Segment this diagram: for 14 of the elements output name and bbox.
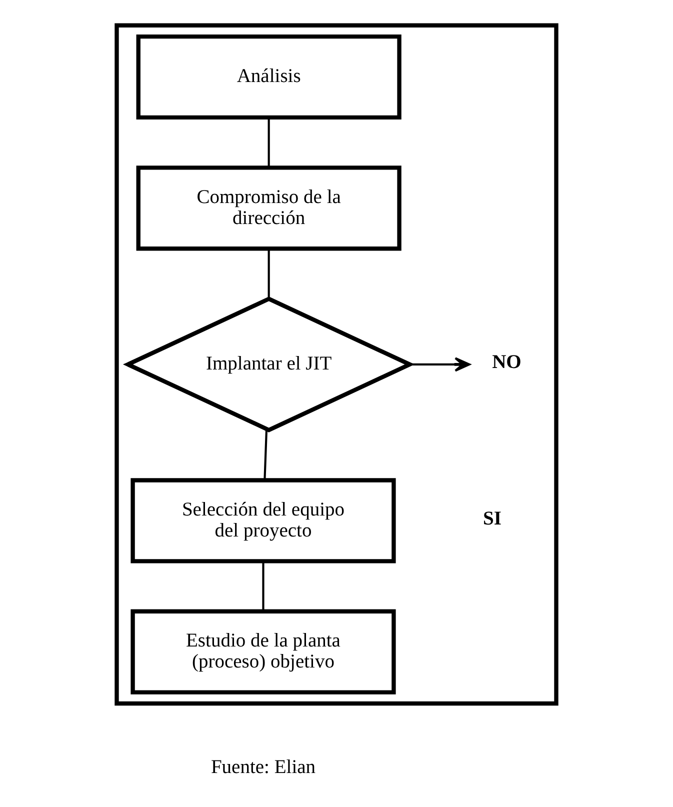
node-box: Análisis (136, 34, 402, 120)
label: Fuente: Elian (210, 756, 316, 778)
label: SI (483, 508, 502, 530)
connector (262, 561, 264, 612)
arrow (410, 357, 470, 372)
connector (264, 429, 268, 480)
connector (268, 118, 270, 168)
cluster (114, 23, 558, 706)
node-box: Estudio de la planta (proceso) objetivo (130, 609, 396, 694)
node-diamond: Implantar el JIT (122, 296, 415, 432)
node-text: NO (492, 352, 522, 374)
connector (268, 248, 270, 298)
node-box: Compromiso de la dirección (136, 166, 402, 251)
node-box: Selección del equipo del proyecto (130, 478, 396, 564)
